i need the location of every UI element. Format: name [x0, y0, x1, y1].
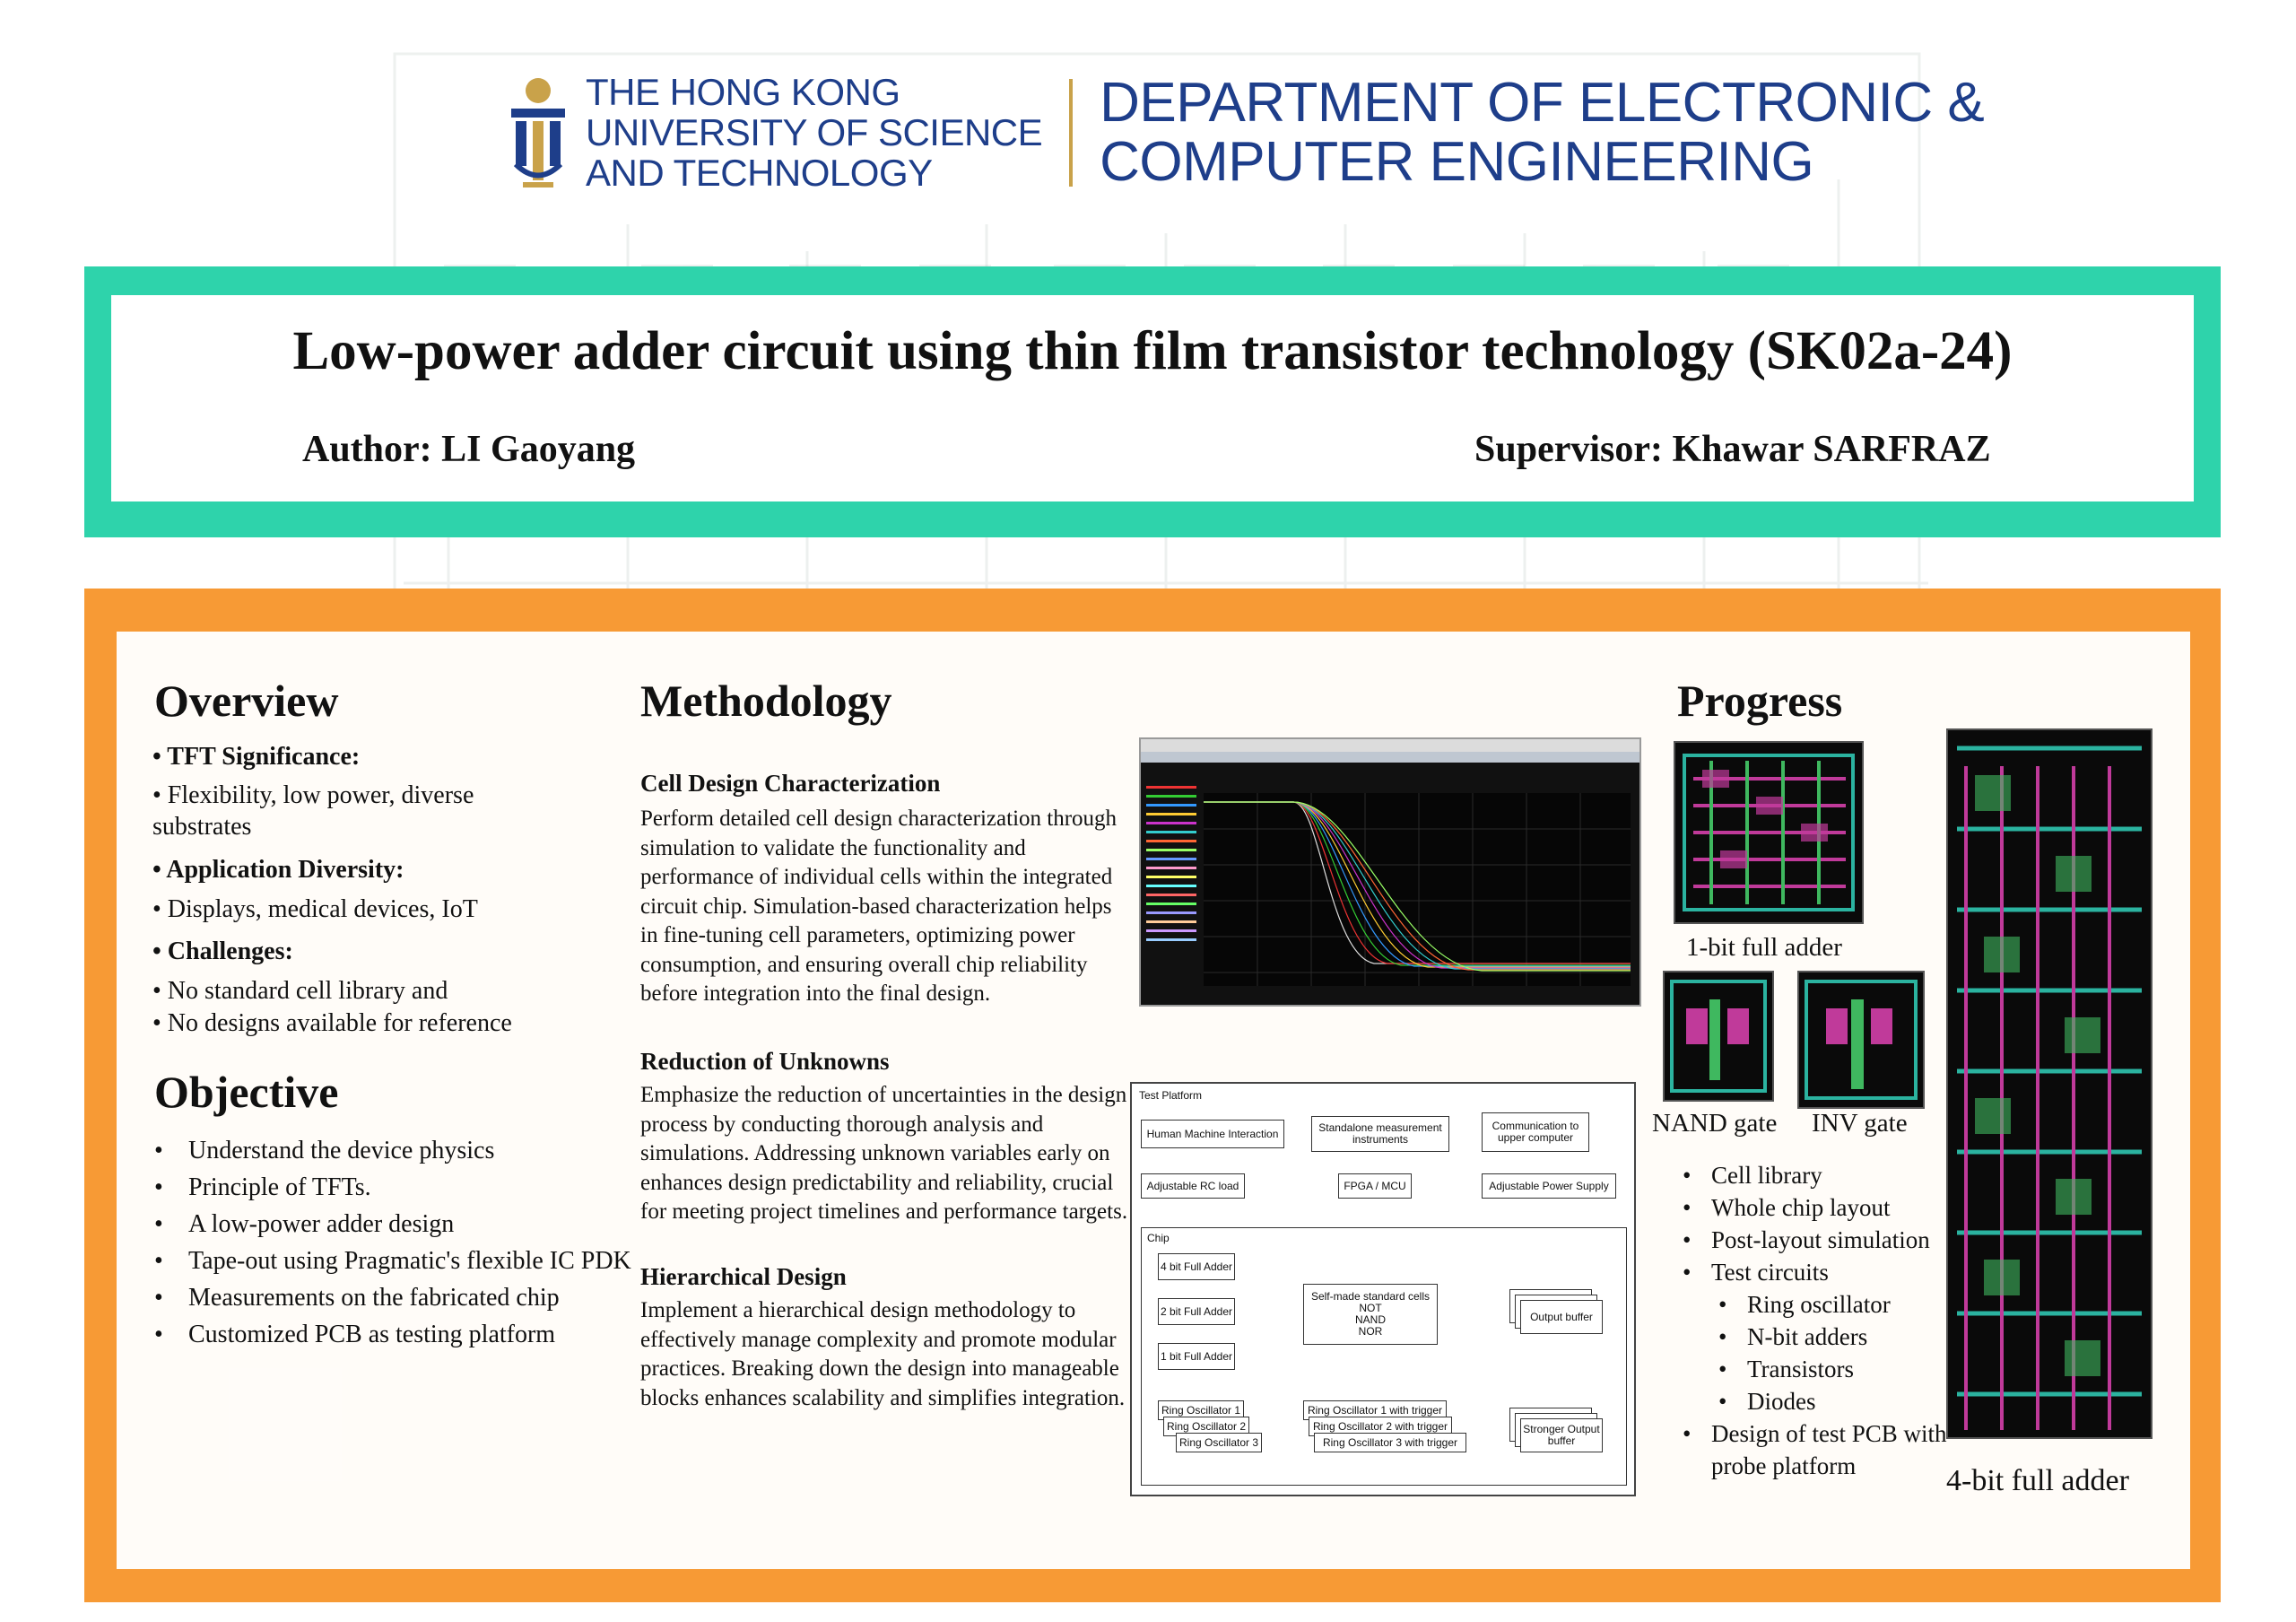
- university-line-3: AND TECHNOLOGY: [586, 152, 933, 194]
- standard-cells-box: Self-made standard cells NOT NAND NOR: [1303, 1284, 1438, 1345]
- ring-osc-trigger-box: Ring Oscillator 1 with trigger: [1303, 1400, 1447, 1420]
- university-line-1: THE HONG KONG: [586, 71, 900, 113]
- university-line-2: UNIVERSITY OF SCIENCE: [586, 111, 1043, 153]
- progress-subitem: Ring oscillator: [1711, 1288, 1980, 1321]
- output-buffer-box: Output buffer: [1520, 1300, 1603, 1334]
- diagram-box: Adjustable RC load: [1141, 1173, 1245, 1199]
- screenshot-waveform: [1204, 793, 1631, 986]
- objective-item: Measurements on the fabricated chip: [154, 1279, 673, 1316]
- method-section-title: Cell Design Characterization: [640, 770, 941, 797]
- progress-item: Whole chip layout: [1683, 1191, 1980, 1224]
- diagram-title: Test Platform: [1139, 1089, 1203, 1102]
- ring-osc-trigger-box: Ring Oscillator 2 with trigger: [1309, 1417, 1452, 1436]
- logo-divider: [1069, 78, 1074, 187]
- overview-heading: Overview: [154, 676, 339, 726]
- method-section-text: Perform detailed cell design characteriz…: [640, 807, 1118, 1006]
- test-platform-diagram: Test Platform Human Machine Interaction …: [1130, 1082, 1636, 1496]
- overview-item: • Flexibility, low power, diverse substr…: [152, 781, 474, 841]
- method-section-text: Implement a hierarchical design methodol…: [640, 1298, 1126, 1410]
- progress-subitem: N-bit adders: [1711, 1321, 1980, 1353]
- diagram-box: Adjustable Power Supply: [1482, 1173, 1616, 1199]
- objective-item: Understand the device physics: [154, 1132, 673, 1169]
- progress-list: Cell library Whole chip layout Post-layo…: [1679, 1159, 1980, 1482]
- progress-item: Test circuits: [1683, 1256, 1980, 1288]
- overview-item: • TFT Significance:: [152, 743, 361, 771]
- ring-osc-box: Ring Oscillator 2: [1163, 1417, 1249, 1436]
- four-bit-adder-caption: 4-bit full adder: [1946, 1464, 2129, 1497]
- title-band: Low-power adder circuit using thin film …: [84, 266, 2221, 537]
- progress-subitem: Transistors: [1711, 1353, 1980, 1385]
- progress-item: Cell library: [1683, 1159, 1980, 1191]
- ring-osc-box: Ring Oscillator 3: [1176, 1433, 1262, 1452]
- overview-item: • No designs available for reference: [152, 1009, 512, 1037]
- one-bit-adder-caption: 1-bit full adder: [1686, 933, 1842, 962]
- poster-title: Low-power adder circuit using thin film …: [292, 321, 2013, 381]
- method-section-title: Hierarchical Design: [640, 1263, 847, 1290]
- four-bit-adder-layout-image: [1946, 728, 2152, 1439]
- nand-gate-caption: NAND gate: [1652, 1109, 1778, 1138]
- screenshot-toolbar: [1141, 752, 1639, 763]
- progress-heading: Progress: [1677, 676, 1843, 726]
- overview-item: • Application Diversity:: [152, 856, 404, 884]
- method-section-title: Reduction of Unknowns: [640, 1048, 890, 1075]
- ring-osc-trigger-box: Ring Oscillator 3 with trigger: [1314, 1433, 1466, 1452]
- progress-item: Design of test PCB with probe platform: [1683, 1417, 1980, 1482]
- chip-box: Chip 4 bit Full Adder 2 bit Full Adder 1…: [1141, 1227, 1627, 1486]
- author: Author: LI Gaoyang: [302, 429, 636, 470]
- department-name: DEPARTMENT OF ELECTRONIC & COMPUTER ENGI…: [1100, 71, 1985, 193]
- inv-gate-caption: INV gate: [1812, 1109, 1908, 1138]
- method-section-text: Emphasize the reduction of uncertainties…: [640, 1083, 1128, 1224]
- simulation-screenshot: [1139, 737, 1641, 1007]
- overview-item: • No standard cell library and: [152, 977, 448, 1005]
- objective-heading: Objective: [154, 1067, 339, 1117]
- nand-gate-layout-image: [1663, 971, 1774, 1102]
- diagram-box: Standalone measurement instruments: [1311, 1116, 1449, 1152]
- chip-label: Chip: [1147, 1232, 1170, 1244]
- title-panel: Low-power adder circuit using thin film …: [111, 295, 2194, 501]
- header-logos: THE HONG KONG UNIVERSITY OF SCIENCE AND …: [507, 71, 1985, 194]
- diagram-box: FPGA / MCU: [1338, 1173, 1412, 1199]
- objective-item: A low-power adder design: [154, 1206, 673, 1243]
- objective-item: Principle of TFTs.: [154, 1169, 673, 1206]
- department-line-1: DEPARTMENT OF ELECTRONIC &: [1100, 71, 1985, 134]
- diagram-box: Human Machine Interaction: [1141, 1120, 1284, 1148]
- stronger-buffer-box: Stronger Output buffer: [1520, 1418, 1603, 1452]
- inv-gate-layout-image: [1797, 971, 1925, 1109]
- progress-subitem: Diodes: [1711, 1385, 1980, 1417]
- department-line-2: COMPUTER ENGINEERING: [1100, 130, 1814, 193]
- objective-item: Tape-out using Pragmatic's flexible IC P…: [154, 1243, 673, 1279]
- university-name: THE HONG KONG UNIVERSITY OF SCIENCE AND …: [586, 71, 1043, 194]
- one-bit-adder-layout-image: [1674, 741, 1864, 924]
- adder-box: 1 bit Full Adder: [1158, 1343, 1235, 1370]
- diagram-box: Communication to upper computer: [1482, 1112, 1589, 1152]
- methodology-heading: Methodology: [640, 676, 892, 726]
- overview-item: • Displays, medical devices, IoT: [152, 895, 478, 923]
- objective-list: Understand the device physics Principle …: [152, 1132, 673, 1353]
- hkust-logo-icon: [511, 77, 565, 187]
- overview-item: • Challenges:: [152, 937, 293, 965]
- screenshot-titlebar: [1141, 739, 1639, 752]
- adder-box: 4 bit Full Adder: [1158, 1253, 1235, 1280]
- adder-box: 2 bit Full Adder: [1158, 1298, 1235, 1325]
- progress-item: Post-layout simulation: [1683, 1224, 1980, 1256]
- objective-item: Customized PCB as testing platform: [154, 1316, 673, 1353]
- supervisor: Supervisor: Khawar SARFRAZ: [1474, 429, 1991, 470]
- screenshot-signal-list: [1146, 786, 1196, 941]
- ring-osc-box: Ring Oscillator 1: [1158, 1400, 1244, 1420]
